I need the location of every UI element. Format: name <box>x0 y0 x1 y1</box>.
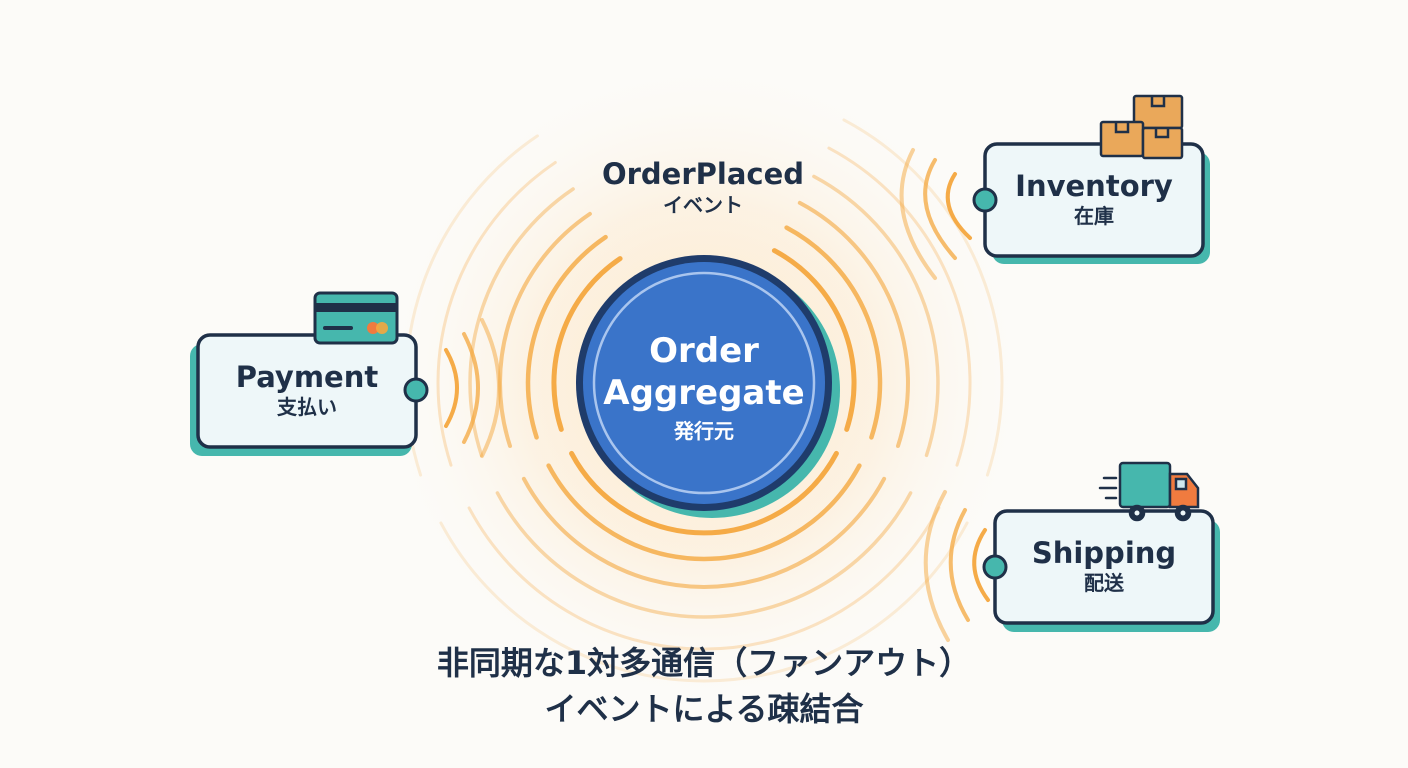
event-name: OrderPlaced <box>601 157 805 191</box>
publisher-line1: Order <box>649 331 759 371</box>
event-label: OrderPlaced イベント <box>553 156 853 218</box>
caption-line2: イベントによる疎結合 <box>544 690 864 728</box>
order-aggregate-node <box>576 255 840 518</box>
wave-ring-arc <box>521 476 887 589</box>
inventory-card <box>972 142 1210 264</box>
wave-ring-arc <box>827 146 972 467</box>
wave-ring-arc <box>468 187 575 458</box>
diagram-caption: 非同期な1対多通信（ファンアウト） イベントによる疎結合 <box>304 640 1104 732</box>
truck-icon <box>1098 461 1200 522</box>
boxes-icon <box>1099 94 1184 160</box>
publisher-line2: Aggregate <box>603 373 805 413</box>
wave-ring-arc <box>842 118 1004 477</box>
wave-ring-arc <box>784 225 883 440</box>
shipping-subtitle: 配送 <box>1084 571 1124 595</box>
inventory-signal-waves <box>899 148 972 280</box>
shipping-label: Shipping 配送 <box>997 536 1211 596</box>
wave-ring-arc <box>467 506 941 651</box>
wave-ring-arc <box>495 491 913 619</box>
inventory-label: Inventory 在庫 <box>987 169 1201 229</box>
publisher-subtitle: 発行元 <box>674 419 734 443</box>
shipping-card <box>982 509 1220 632</box>
wave-ring-arc <box>569 450 839 536</box>
wave-ring-arc <box>439 521 969 683</box>
wave-ring-arc <box>498 211 592 448</box>
credit-card-icon <box>313 291 399 345</box>
payment-subtitle: 支払い <box>277 395 337 419</box>
wave-ring-arc <box>797 200 910 448</box>
wave-ring-arc <box>771 248 857 432</box>
caption-line1: 非同期な1対多通信（ファンアウト） <box>436 644 972 682</box>
event-wave-rings <box>404 118 1004 683</box>
event-subtitle: イベント <box>663 193 743 217</box>
wave-ring-arc <box>551 256 623 432</box>
shipping-signal-waves <box>923 490 990 642</box>
publisher-label: Order Aggregate 発行元 <box>585 330 823 446</box>
payment-name: Payment <box>235 360 379 394</box>
payment-card <box>190 333 429 456</box>
payment-label: Payment 支払い <box>200 360 414 420</box>
wave-ring-arc <box>546 463 862 562</box>
inventory-name: Inventory <box>1015 169 1173 203</box>
inventory-subtitle: 在庫 <box>1074 204 1114 228</box>
wave-ring-arc <box>436 161 557 467</box>
shipping-name: Shipping <box>1031 536 1177 570</box>
wave-ring-arc <box>525 234 608 440</box>
payment-signal-waves <box>444 318 501 458</box>
wave-ring-arc <box>812 174 940 458</box>
